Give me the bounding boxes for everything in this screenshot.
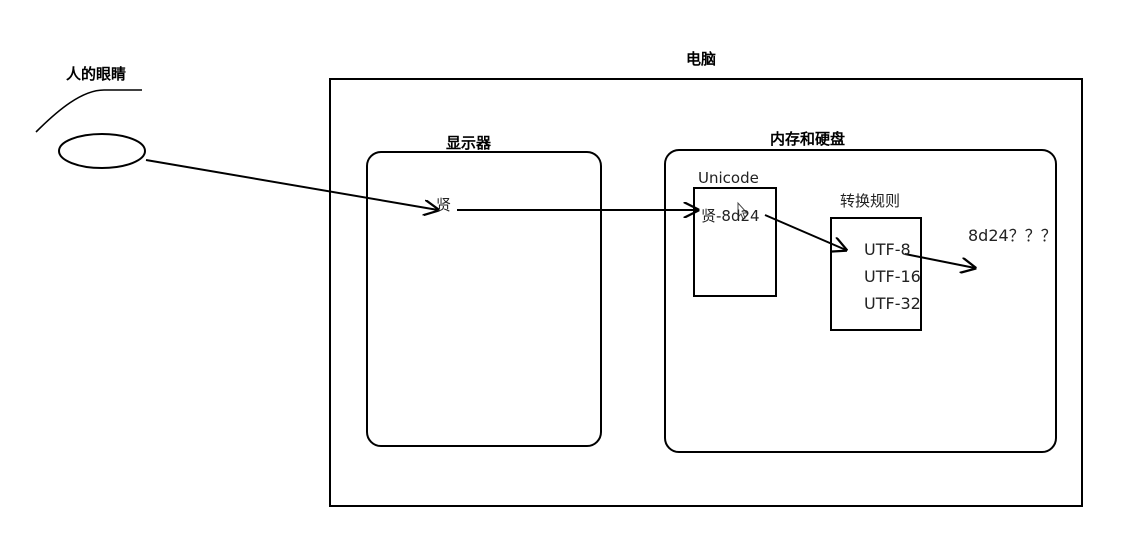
screen-character: 贤 [436, 196, 452, 214]
eye-label: 人的眼睛 [66, 65, 127, 83]
mouse-pointer-icon [737, 201, 749, 220]
character-code: 贤-8d24 [701, 207, 760, 225]
arrow-utf8-to-result [904, 253, 975, 268]
conversion-rules-box [830, 217, 922, 331]
arrow-unicode-to-rules [764, 214, 846, 250]
unicode-label: Unicode [698, 169, 759, 187]
encoded-result: 8d24？？？ [968, 226, 1057, 245]
encoding-utf8: UTF-8 [864, 240, 911, 259]
encoding-utf16: UTF-16 [864, 267, 921, 286]
arrow-eye-to-monitor [145, 159, 438, 210]
eyebrow-sketch [35, 89, 142, 133]
unicode-box [693, 187, 777, 297]
conversion-rules-label: 转换规则 [840, 192, 901, 210]
eye-icon [58, 133, 146, 169]
computer-box [329, 78, 1083, 507]
monitor-box [366, 151, 602, 447]
computer-label: 电脑 [686, 50, 717, 68]
encoding-utf32: UTF-32 [864, 294, 921, 313]
monitor-label: 显示器 [446, 134, 492, 152]
memory-disk-label: 内存和硬盘 [770, 130, 846, 148]
memory-disk-box [664, 149, 1057, 453]
